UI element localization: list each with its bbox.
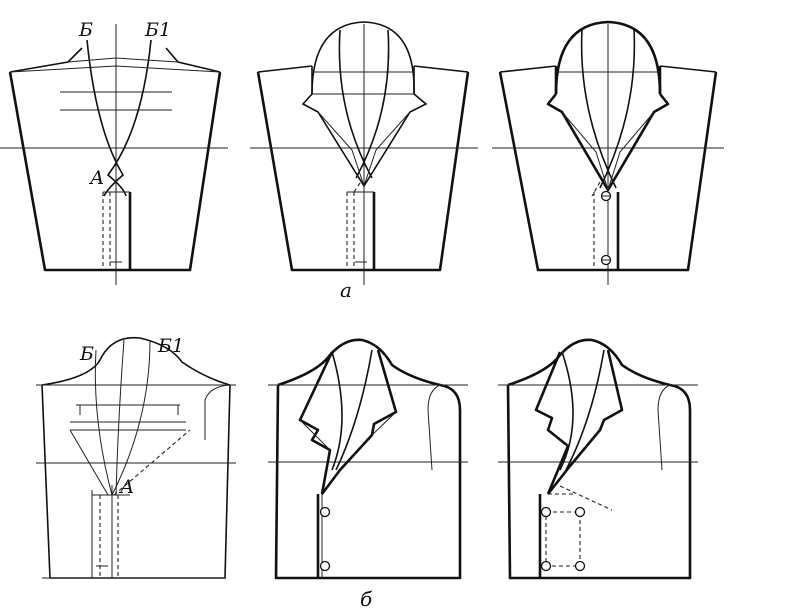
row-b-caption: б — [360, 587, 373, 611]
point-label-a: А — [88, 167, 104, 189]
point-label-b: Б — [78, 19, 93, 41]
point-label-a-row-b: А — [118, 476, 134, 498]
panel-a2-lapel — [250, 21, 478, 285]
panel-b1-construction: Б Б1 А — [36, 335, 236, 579]
panel-a3-finished — [492, 20, 724, 285]
row-a-caption: а — [340, 278, 352, 302]
point-label-b1-row-b: Б1 — [157, 335, 184, 357]
panel-b2-lapel — [268, 338, 468, 580]
panel-b3-finished — [498, 338, 698, 580]
point-label-b1: Б1 — [144, 19, 171, 41]
point-label-b-row-b: Б — [79, 343, 94, 365]
panel-a1-construction: Б Б1 А — [0, 19, 228, 285]
